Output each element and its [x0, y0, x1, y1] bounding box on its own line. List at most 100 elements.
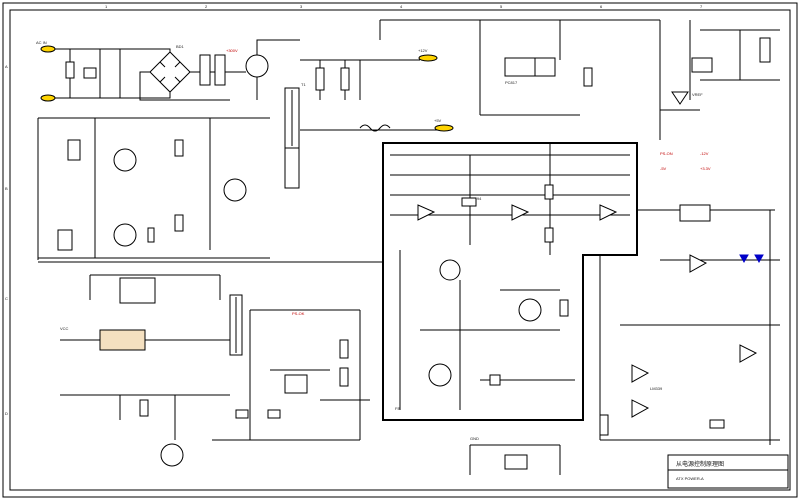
- standby-transformer: [759, 37, 771, 63]
- standby-supply: VCC: [60, 274, 243, 467]
- control-resistor-1: [559, 299, 569, 317]
- comparator-1: [417, 204, 436, 221]
- optocoupler-1-out: [534, 57, 556, 77]
- plus3v3-label: +3.3V: [700, 166, 711, 171]
- gnd-label: GND: [470, 436, 479, 441]
- feedback-wires: [379, 19, 660, 116]
- pwm-resistor-1: [544, 184, 554, 200]
- border-number-4: 4: [400, 4, 403, 9]
- drive-resistor-3: [147, 227, 155, 243]
- optocoupler-3: [679, 204, 711, 222]
- ac-terminal-l: [40, 45, 56, 53]
- lm339-comparator-3: [631, 399, 650, 418]
- lm339-comparator-2: [631, 364, 650, 383]
- drive-capacitor-2: [57, 229, 73, 251]
- border-letter-a: A: [5, 64, 8, 69]
- drive-resistor-2: [174, 214, 184, 232]
- drive-wires: [37, 117, 270, 260]
- output-terminal-12v: [418, 54, 438, 62]
- monitor-resistor-1: [339, 339, 349, 359]
- output-monitor-section: PS-OK: [212, 309, 370, 441]
- tl431-reference: [671, 91, 689, 105]
- opto1-label: PC817: [505, 80, 518, 85]
- hv-rail-label: +300V: [226, 48, 238, 53]
- monitor-resistor-4: [267, 409, 281, 419]
- optocoupler-1: [504, 57, 536, 77]
- fuse-resistor: [65, 61, 75, 79]
- fb-label: FB: [395, 406, 400, 411]
- output-inductor: [359, 124, 391, 132]
- monitor-ic: [284, 374, 308, 394]
- border-number-2: 2: [205, 4, 208, 9]
- protection-resistor-1: [599, 414, 609, 436]
- bridge-diodes: [159, 61, 181, 83]
- common-mode-choke: [83, 67, 97, 79]
- schematic-subtitle: ATX POWER-A: [676, 476, 704, 481]
- title-block: 从电源控制原理图 ATX POWER-A: [667, 454, 789, 489]
- plus12v-label: +12V: [418, 48, 428, 53]
- bulk-capacitor-1: [199, 54, 211, 86]
- border-number-7: 7: [700, 4, 703, 9]
- driver-transistor-q3: [113, 223, 137, 247]
- standby-wires: [700, 29, 780, 81]
- pwm-resistor-2: [544, 227, 554, 243]
- driver-transformer: [284, 147, 300, 189]
- output-terminal-5v: [434, 124, 454, 132]
- comparator-3: [599, 204, 618, 221]
- standby-resistor-1: [139, 399, 149, 417]
- bottom-opto-section: GND: [469, 436, 561, 475]
- bulk-capacitor-2: [214, 54, 226, 86]
- reference-wires: [659, 20, 700, 140]
- optocoupler-2: [691, 57, 713, 73]
- output-rectifier-section: +12V +5V: [300, 48, 454, 132]
- border-number-5: 5: [500, 4, 503, 9]
- transformer-label: T1: [301, 82, 306, 87]
- control-capacitor-1: [489, 374, 501, 386]
- driver-transistor-q2: [113, 148, 137, 172]
- ac-input-label: AC IN: [36, 40, 47, 45]
- protection-wires: [599, 209, 780, 445]
- bridge-label: BD1: [176, 44, 185, 49]
- border-number-6: 6: [600, 4, 603, 9]
- pwm-control-section: TL494 FB: [382, 142, 638, 421]
- led-indicator-1: [739, 254, 749, 264]
- drive-resistor-1: [174, 139, 184, 157]
- control-transistor-q5: [439, 259, 461, 281]
- border-numbers-top: 1 2 3 4 5 6 7: [105, 4, 703, 9]
- title-block-frame: [667, 454, 789, 489]
- output-cap-1: [315, 67, 325, 91]
- control-transistor-q6: [518, 298, 542, 322]
- monitor-resistor-3: [235, 409, 249, 419]
- border-letter-d: D: [5, 411, 8, 416]
- optocoupler-4: [504, 454, 528, 470]
- bridge-rectifier: [149, 51, 191, 93]
- drive-stage: [37, 117, 270, 260]
- control-transistor-q7: [428, 363, 452, 387]
- lm339-comparator-1: [689, 254, 708, 273]
- pwm-bus-wires: [390, 143, 630, 255]
- pwm-resistor-3: [461, 197, 477, 207]
- bottom-opto-wires: [469, 444, 561, 475]
- mosfet-wires: [230, 39, 300, 100]
- border-letter-c: C: [5, 296, 8, 301]
- border-letter-b: B: [5, 186, 8, 191]
- plus5v-label: +5V: [434, 118, 442, 123]
- schematic-title: 从电源控制原理图: [676, 460, 724, 468]
- switch-transistor-q4: [223, 178, 247, 202]
- drive-capacitor-1: [67, 139, 81, 161]
- border-number-3: 3: [300, 4, 303, 9]
- ac-terminal-n: [40, 94, 56, 102]
- minus5v-label: -5V: [660, 166, 667, 171]
- control-board-outline: [382, 142, 638, 421]
- feedback-section: PC817 VREF: [379, 19, 780, 140]
- minus12v-label: -12V: [700, 151, 709, 156]
- ac-input-section: AC IN BD1 +300V T1: [36, 39, 306, 189]
- protection-section: LM339 PS-ON -12V -5V +3.3V: [599, 151, 780, 445]
- comparator-2: [511, 204, 530, 221]
- bridge-wires: [139, 48, 230, 101]
- border-letters-left: A B C D: [5, 64, 8, 416]
- lm339-label: LM339: [650, 386, 663, 391]
- sheet-inner-border: [9, 9, 791, 491]
